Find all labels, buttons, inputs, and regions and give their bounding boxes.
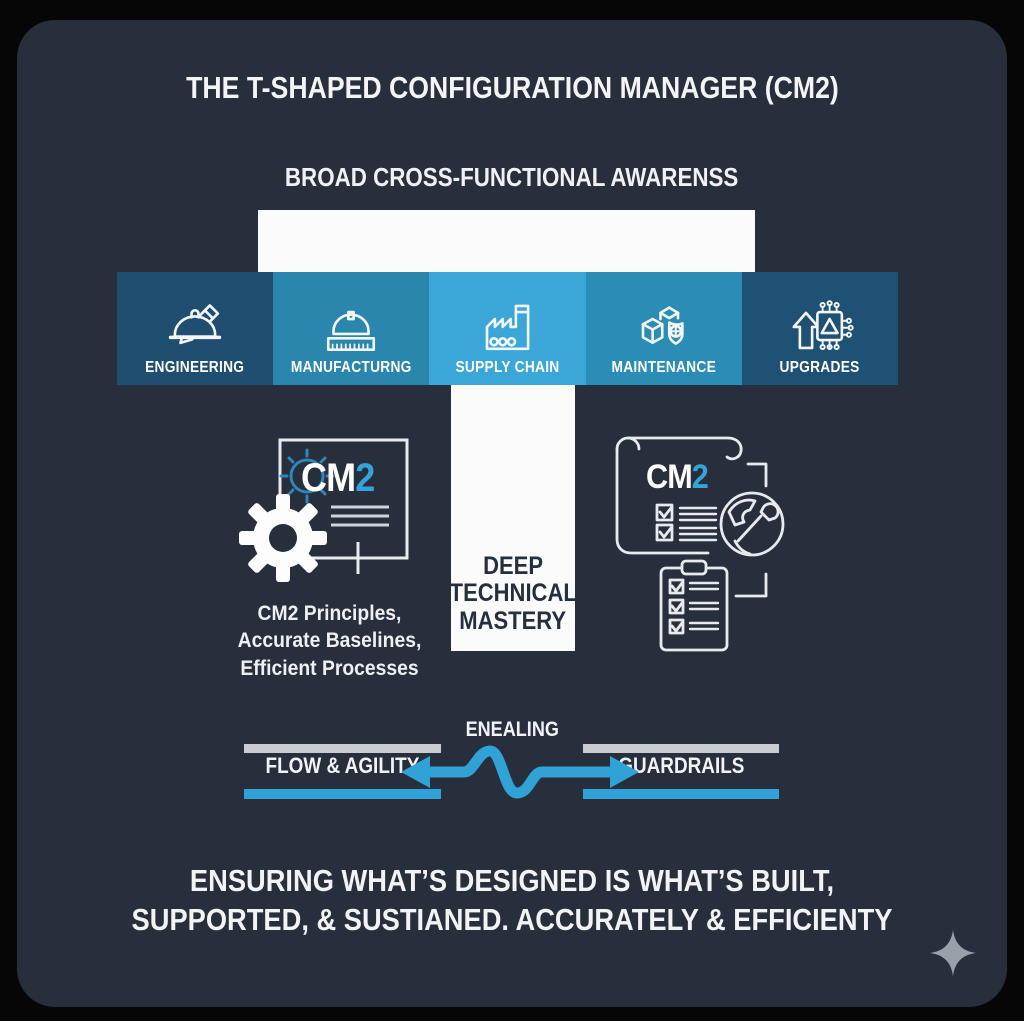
footer-headline: ENSURING WHAT’S DESIGNED IS WHAT’S BUILT… [131,863,893,938]
stem-line: TECHNICAL [449,579,577,607]
function-label: MANUFACTURNG [290,359,412,376]
flow-agility-bottom-bar [244,789,441,799]
functions-row: ENGINEERING MANUFACTURNG SUPPLY CHAIN [117,272,899,385]
upgrade-chip-icon [792,300,854,351]
stem-line: MASTERY [459,606,567,635]
guardrails-bottom-bar [583,789,779,799]
t-stem: DEEP TECHNICAL MASTERY [449,385,577,651]
enealing-label: ENEALING [465,718,559,741]
hard-hat-pencil-icon [168,304,222,345]
cm2-scroll-globe-clipboard-icon [615,436,785,652]
flow-agility-label: FLOW & AGILITY [265,753,420,778]
boxes-shield-icon [641,306,684,345]
stem-line: DEEP [483,551,543,580]
cm2-document-gear-icon [239,438,409,582]
cm2-wordmark: CM2 [301,456,375,500]
function-label: UPGRADES [779,359,860,376]
function-cell-maintenance: MAINTENANCE [585,272,742,385]
cm2-document-badge: CM2 [235,432,447,584]
hard-hat-ruler-icon [327,310,376,351]
sparkle-icon [929,929,977,977]
function-cell-supply-chain: SUPPLY CHAIN [429,272,586,385]
function-label: ENGINEERING [145,359,245,376]
flow-agility-top-bar [244,744,441,753]
function-cell-manufacturing: MANUFACTURNG [273,272,430,385]
left-badge-caption: CM2 Principles, Accurate Baselines, Effi… [237,602,422,680]
factory-icon [485,304,529,351]
t-top-bar [258,210,755,272]
function-cell-upgrades: UPGRADES [741,272,899,385]
cm2-wordmark: CM2 [646,458,709,496]
function-cell-engineering: ENGINEERING [117,272,274,385]
guardrails-label: GUARDRAILS [617,753,745,778]
function-label: SUPPLY CHAIN [455,359,560,376]
cm2-scroll-badge: CM2 [600,428,805,663]
page-subtitle: BROAD CROSS-FUNCTIONAL AWARENSS [285,162,739,192]
function-label: MAINTENANCE [611,359,716,376]
wave-arrow-icon [401,745,639,799]
page-title: THE T-SHAPED CONFIGURATION MANAGER (CM2) [185,70,839,105]
guardrails-top-bar [583,744,779,753]
